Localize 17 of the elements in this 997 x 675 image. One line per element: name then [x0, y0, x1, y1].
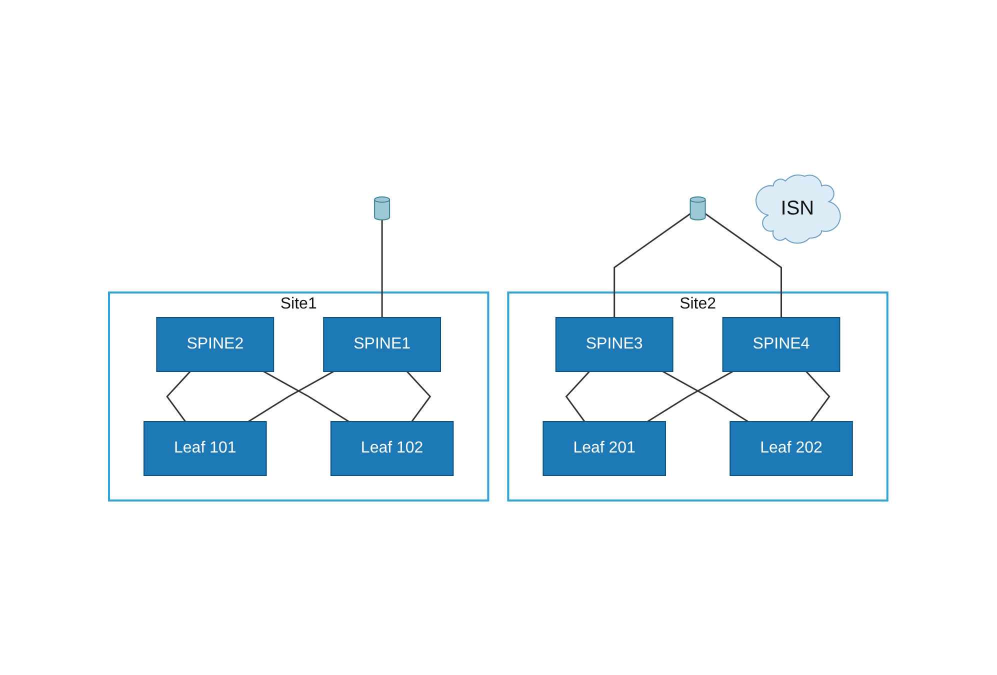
connector [648, 370, 734, 422]
node-box: Leaf 202 [730, 420, 854, 476]
connector [264, 370, 350, 422]
node-cylinder [374, 196, 390, 220]
node-box: SPINE3 [556, 316, 674, 372]
connector [614, 212, 692, 318]
connector [662, 370, 749, 422]
node-box: Leaf 101 [144, 420, 268, 476]
connector [248, 370, 334, 422]
node-box: SPINE2 [156, 316, 274, 372]
node-cylinder [690, 196, 706, 220]
node-box: Leaf 102 [330, 420, 454, 476]
connector [382, 220, 384, 318]
connector [705, 212, 782, 318]
node-box: Leaf 201 [543, 420, 666, 476]
node-box: SPINE4 [722, 316, 841, 372]
node-box: SPINE1 [323, 316, 442, 372]
